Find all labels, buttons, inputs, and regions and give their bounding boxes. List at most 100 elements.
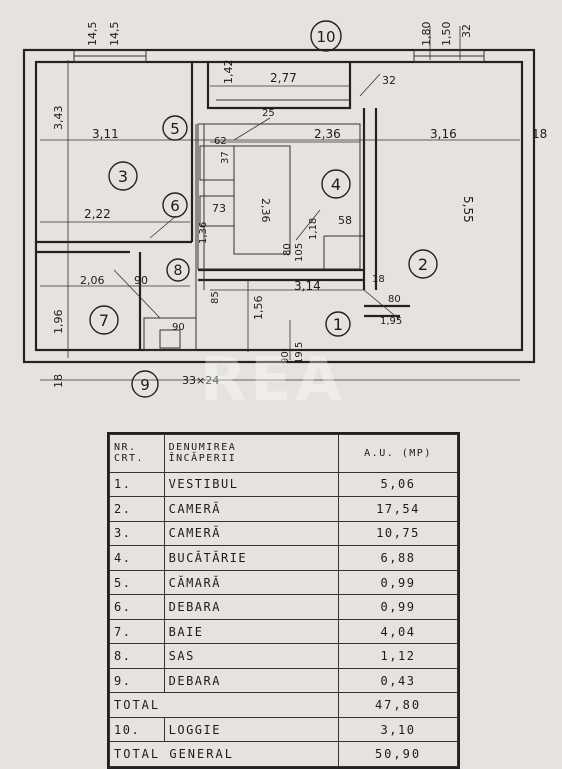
grand-total-row: TOTAL GENERAL 50,90 (109, 741, 458, 767)
row-area: 4,04 (338, 618, 458, 645)
dim-label: 1,42 (222, 60, 235, 85)
row-name: DEBARA (163, 594, 340, 620)
header-nr: NR.CRT. (109, 434, 165, 473)
row-name: SAS (163, 643, 340, 669)
row-name: BAIE (163, 618, 340, 645)
row-area: 1,12 (338, 643, 458, 669)
dim-label: 85 (210, 291, 221, 304)
dim-label: 2,06 (80, 274, 105, 287)
dim-label: 90 (134, 274, 148, 287)
dim-label: 58 (338, 214, 352, 227)
dim-label: 2,36 (259, 198, 272, 223)
room-marker-1 (325, 311, 351, 337)
row-nr: 4. (109, 545, 165, 571)
row-name: VESTIBUL (163, 471, 340, 498)
room-label-3: 3 (118, 167, 128, 186)
room-marker-6 (162, 192, 188, 218)
row-nr: 10. (109, 716, 165, 743)
dim-label: 3,11 (92, 127, 119, 141)
room-label-9: 9 (140, 376, 150, 394)
room-label-7: 7 (99, 311, 109, 330)
dim-label: 1,95 (380, 316, 402, 327)
room-marker-7 (89, 305, 119, 335)
row-area: 3,10 (338, 716, 458, 743)
dim-label: 90 (280, 351, 291, 364)
total-label: TOTAL (109, 692, 165, 718)
room-label-10: 10 (316, 28, 335, 46)
loggia-outline (206, 62, 352, 110)
dim-label: 62 (214, 136, 227, 147)
dim-label: 90 (172, 322, 185, 333)
dim-label: 18 (532, 127, 547, 141)
dim-label: 1,96 (52, 310, 65, 335)
dim-label: 14,5 (86, 22, 99, 47)
loggia-row: 10. LOGGIE 3,10 (109, 716, 458, 743)
dim-label: 19,5 (294, 342, 305, 364)
room-marker-3 (108, 161, 138, 191)
row-area: 17,54 (338, 496, 458, 522)
dim-label: 1,36 (198, 222, 209, 244)
row-name: BUCĂTĂRIE (163, 545, 340, 571)
dim-label: 32 (382, 74, 396, 87)
room-label-2: 2 (418, 255, 428, 274)
dim-label: 18 (372, 274, 385, 285)
dim-label: 2,36 (314, 127, 341, 141)
total-spacer (164, 692, 340, 718)
dim-label: 25 (262, 108, 275, 119)
dim-label: 1,56 (252, 296, 265, 321)
dim-label: 37 (220, 151, 231, 164)
row-nr: 5. (109, 569, 165, 596)
dim-label: 2,22 (84, 207, 111, 221)
dim-label: 5,55 (461, 196, 475, 223)
dim-label: 2,77 (270, 71, 297, 85)
header-area: A.U. (mp) (338, 434, 458, 473)
row-area: 6,88 (338, 545, 458, 571)
room-marker-9 (131, 370, 159, 398)
row-name: CAMERĂ (163, 520, 340, 547)
row-nr: 9. (109, 667, 165, 694)
watermark: REA (200, 345, 346, 415)
total-row: TOTAL 47,80 (109, 692, 458, 718)
grand-total-area: 50,90 (338, 741, 458, 767)
row-name: CĂMARĂ (163, 569, 340, 596)
dim-label: 33×24 (182, 374, 219, 387)
row-name: DEBARA (163, 667, 340, 694)
room-marker-5 (162, 115, 188, 141)
row-area: 5,06 (338, 471, 458, 498)
window-left (73, 49, 147, 63)
row-nr: 2. (109, 496, 165, 522)
window-right (413, 49, 485, 63)
row-area: 0,43 (338, 667, 458, 694)
outer-walls (22, 48, 536, 364)
dim-label: 32 (460, 24, 473, 38)
dim-label: 14,5 (108, 22, 121, 47)
row-name: LOGGIE (163, 716, 340, 743)
room-marker-4 (321, 169, 351, 199)
row-nr: 7. (109, 618, 165, 645)
dim-label: 80 (282, 243, 293, 256)
dim-label: 3,14 (294, 279, 321, 293)
room-label-1: 1 (333, 315, 343, 334)
dim-label: 1,18 (308, 218, 319, 240)
row-area: 0,99 (338, 594, 458, 620)
room-number-markers: 1 2 3 4 5 6 7 8 9 10 (89, 20, 438, 398)
dim-label: 105 (294, 243, 305, 262)
dim-label: 73 (212, 202, 226, 215)
grand-total-label: TOTAL GENERAL (109, 741, 339, 767)
room-marker-2 (408, 249, 438, 279)
row-name: CAMERĂ (163, 496, 340, 522)
dim-label: 18 (52, 374, 65, 388)
dim-label: 3,16 (430, 127, 457, 141)
